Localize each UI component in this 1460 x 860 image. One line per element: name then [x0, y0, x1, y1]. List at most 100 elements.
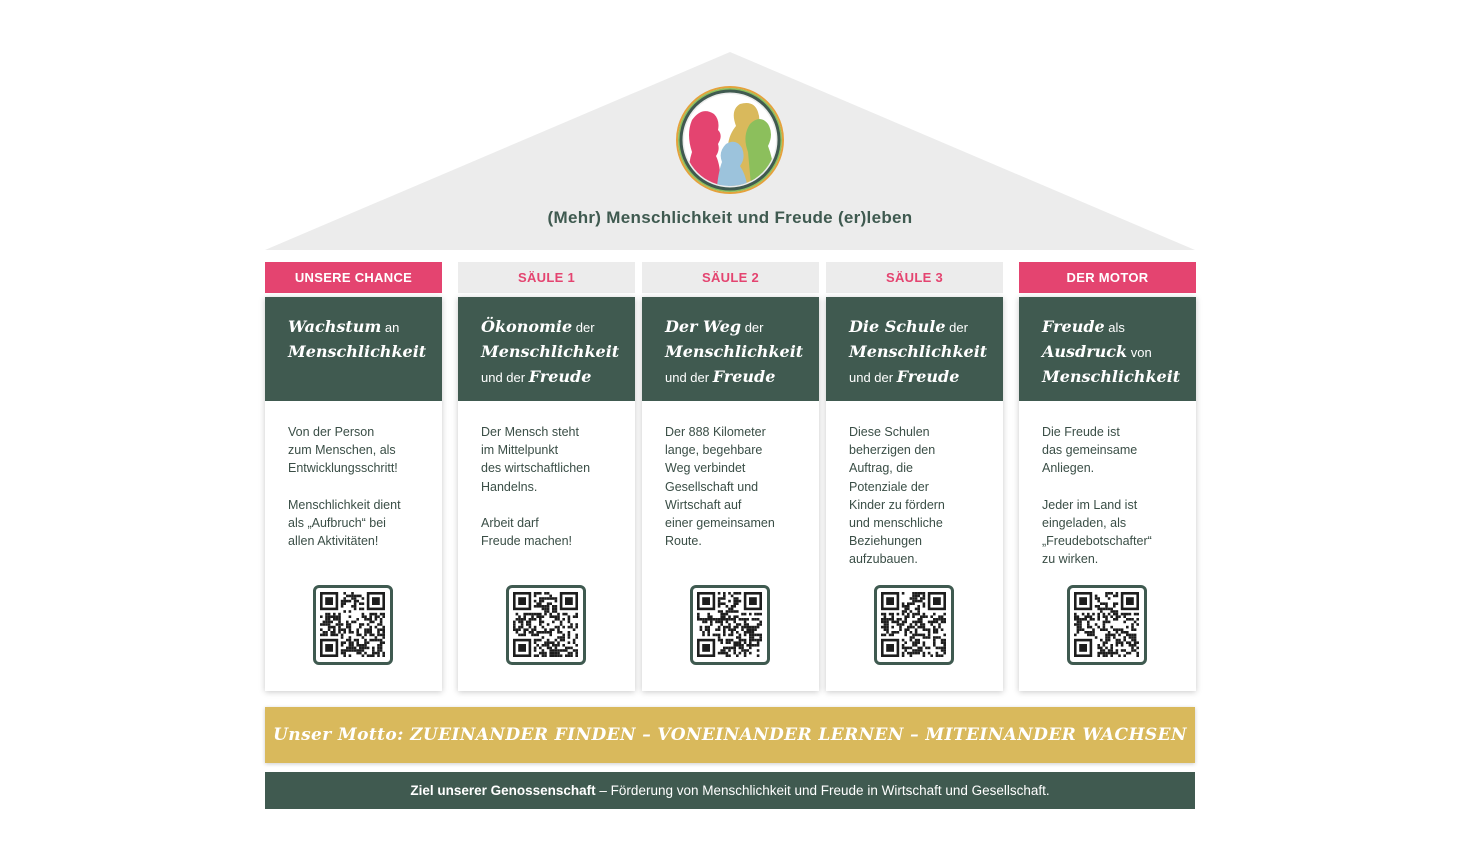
- qr-code-icon[interactable]: [690, 585, 770, 665]
- heading-script-text: Ökonomie: [481, 317, 573, 336]
- heading-script-text: Freude: [896, 367, 960, 386]
- heading-line: Menschlichkeit: [849, 340, 991, 365]
- heading-script-text: Menschlichkeit: [849, 342, 988, 361]
- heading-line: Wachstum an: [288, 315, 430, 340]
- pillar-label: UNSERE CHANCE: [265, 262, 442, 293]
- heading-plain-text: von: [1127, 345, 1152, 360]
- roof-title: (Mehr) Menschlichkeit und Freude (er)leb…: [547, 208, 913, 227]
- description-line: Die Freude ist: [1042, 425, 1120, 439]
- heading-plain-text: als: [1104, 320, 1125, 335]
- goal-banner: Ziel unserer Genossenschaft – Förderung …: [265, 772, 1195, 809]
- description-line: Potenziale der: [849, 479, 929, 494]
- motto-banner: Unser Motto: ZUEINANDER FINDEN – VONEINA…: [265, 707, 1195, 763]
- heading-line: Menschlichkeit: [1042, 365, 1184, 390]
- description-line: aufzubauen.: [849, 552, 918, 567]
- description-line: Entwicklungsschritt!: [288, 461, 398, 476]
- goal-rest: – Förderung von Menschlichkeit und Freud…: [595, 783, 1050, 798]
- heading-script-text: Die Schule: [849, 317, 946, 336]
- description-line: Wirtschaft auf: [665, 497, 742, 512]
- heading-line: und der Freude: [481, 365, 623, 390]
- description-line: Freude machen!: [481, 534, 573, 549]
- description-line: Auftrag, die: [849, 461, 913, 476]
- description-line: das gemeinsame: [1042, 443, 1138, 458]
- description-line: Von der Person: [288, 425, 375, 439]
- heading-line: Menschlichkeit: [288, 340, 430, 365]
- description-line: Beziehungen: [849, 534, 922, 549]
- description-line: Kinder zu fördern: [849, 497, 945, 512]
- pillar-label: SÄULE 2: [642, 262, 819, 293]
- qr-code-icon[interactable]: [1067, 585, 1147, 665]
- description-line: Anliegen.: [1042, 461, 1095, 476]
- description-line: lange, begehbare: [665, 443, 763, 458]
- heading-plain-text: an: [381, 320, 400, 335]
- heading-script-text: Menschlichkeit: [481, 342, 620, 361]
- heading-script-text: Ausdruck: [1042, 342, 1128, 361]
- description-line: Gesellschaft und: [665, 479, 759, 494]
- heading-plain-text: der: [572, 320, 595, 335]
- heading-line: Ausdruck von: [1042, 340, 1184, 365]
- heading-plain-text: der: [741, 320, 764, 335]
- heading-line: Der Weg der: [665, 315, 807, 340]
- heading-script-text: Menschlichkeit: [288, 342, 427, 361]
- heading-plain-text: der: [945, 320, 968, 335]
- description-line: Der 888 Kilometer: [665, 425, 766, 439]
- description-line: zu wirken.: [1042, 552, 1099, 567]
- description-line: beherzigen den: [849, 443, 936, 458]
- description-line: „Freudebotschafter“: [1042, 534, 1152, 549]
- heading-line: und der Freude: [665, 365, 807, 390]
- pillar-label: SÄULE 3: [826, 262, 1003, 293]
- description-line: Weg verbindet: [665, 461, 746, 476]
- heading-line: und der Freude: [849, 365, 991, 390]
- qr-code-icon[interactable]: [506, 585, 586, 665]
- description-line: als „Aufbruch“ bei: [288, 515, 386, 530]
- pillar-heading: Wachstum an Menschlichkeit: [265, 297, 442, 401]
- heading-line: Menschlichkeit: [481, 340, 623, 365]
- description-line: allen Aktivitäten!: [288, 534, 379, 549]
- qr-code-icon[interactable]: [313, 585, 393, 665]
- qr-code-icon[interactable]: [874, 585, 954, 665]
- description-line: Arbeit darf: [481, 515, 539, 530]
- description-line: Route.: [665, 534, 702, 549]
- heading-script-text: Freude: [528, 367, 592, 386]
- goal-bold: Ziel unserer Genossenschaft: [410, 783, 596, 798]
- heading-script-text: Freude: [712, 367, 776, 386]
- description-line: Der Mensch steht: [481, 425, 579, 439]
- heading-line: Menschlichkeit: [665, 340, 807, 365]
- description-line: Jeder im Land ist: [1042, 497, 1138, 512]
- heading-script-text: Menschlichkeit: [1042, 367, 1181, 386]
- description-line: des wirtschaftlichen: [481, 461, 591, 476]
- description-paragraph: Der Mensch steht im Mittelpunkt des wirtsc…: [481, 423, 623, 496]
- pillar-label: SÄULE 1: [458, 262, 635, 293]
- description-line: Handelns.: [481, 479, 538, 494]
- pillar-description: Der Mensch steht im Mittelpunkt des wirtsc…: [458, 401, 635, 550]
- family-silhouette-logo: [676, 86, 784, 194]
- heading-line: Ökonomie der: [481, 315, 623, 340]
- heading-plain-text: und der: [849, 370, 897, 385]
- description-line: im Mittelpunkt: [481, 443, 559, 458]
- heading-line: Freude als: [1042, 315, 1184, 340]
- description-line: und menschliche: [849, 516, 943, 531]
- description-line: Menschlichkeit dient: [288, 497, 401, 512]
